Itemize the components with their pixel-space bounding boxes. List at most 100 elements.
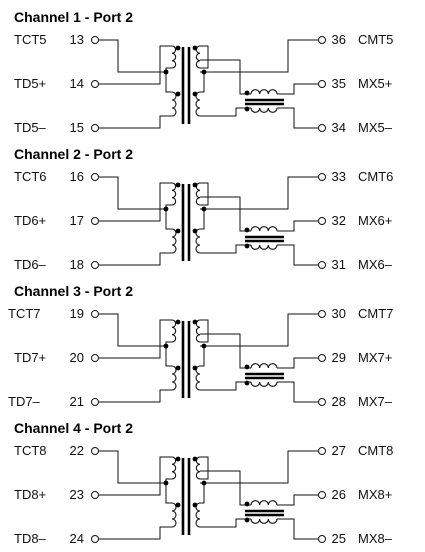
left-pin-terminal — [91, 535, 99, 543]
wire-secondary-to-choke — [200, 59, 251, 95]
right-pin-terminal — [318, 491, 326, 499]
choke-coil-upper — [250, 89, 278, 95]
wire-primary-link — [165, 204, 172, 230]
wire-mx-minus — [277, 244, 318, 266]
left-pin-terminal — [91, 217, 99, 225]
wire-secondary-to-choke — [200, 196, 251, 232]
right-pin-name: MX8– — [358, 531, 393, 546]
wire-center-tap-secondary — [204, 176, 318, 210]
polarity-dot — [192, 502, 198, 508]
primary-coil-upper — [171, 45, 177, 69]
right-pin-name: CMT8 — [358, 443, 393, 458]
right-pin-number: 28 — [332, 394, 346, 409]
junction-dot — [163, 343, 169, 349]
right-pin-name: CMT6 — [358, 169, 393, 184]
primary-coil-lower — [171, 365, 177, 391]
left-pin-number: 22 — [70, 443, 84, 458]
polarity-dot — [244, 227, 250, 233]
polarity-dot — [175, 502, 181, 508]
wire-mx-plus — [277, 220, 318, 232]
channel-title: Channel 1 - Port 2 — [14, 9, 133, 25]
polarity-dot — [244, 380, 250, 386]
junction-dot — [163, 69, 169, 75]
polarity-dot — [244, 106, 250, 112]
left-pin-number: 13 — [70, 32, 84, 47]
wire-td-plus — [99, 456, 172, 496]
primary-coil-lower — [171, 228, 177, 254]
right-pin-number: 34 — [332, 120, 346, 135]
wire-secondary-top — [200, 319, 209, 343]
wire-primary-link — [165, 341, 172, 367]
wire-mx-plus — [277, 357, 318, 369]
right-pin-number: 35 — [332, 76, 346, 91]
wire-secondary-link — [200, 345, 205, 367]
polarity-dot — [244, 501, 250, 507]
polarity-dot — [192, 45, 198, 51]
right-pin-terminal — [318, 310, 326, 318]
polarity-dot — [192, 228, 198, 234]
wire-secondary-to-choke — [200, 518, 251, 528]
right-pin-number: 29 — [332, 350, 346, 365]
left-pin-terminal — [91, 261, 99, 269]
wire-td-minus — [99, 526, 172, 540]
right-pin-terminal — [318, 36, 326, 44]
left-pin-terminal — [91, 310, 99, 318]
right-pin-number: 30 — [332, 306, 346, 321]
wire-secondary-to-choke — [200, 244, 251, 254]
right-pin-name: CMT7 — [358, 306, 393, 321]
right-pin-name: MX7+ — [358, 350, 392, 365]
right-pin-terminal — [318, 261, 326, 269]
wire-td-plus — [99, 319, 172, 359]
polarity-dot — [175, 365, 181, 371]
right-pin-terminal — [318, 124, 326, 132]
left-pin-name: TCT6 — [14, 169, 47, 184]
channel-title: Channel 2 - Port 2 — [14, 146, 133, 162]
polarity-dot — [244, 517, 250, 523]
wire-td-plus — [99, 45, 172, 85]
choke-coil-upper — [250, 226, 278, 232]
right-pin-terminal — [318, 535, 326, 543]
left-pin-terminal — [91, 447, 99, 455]
wire-secondary-to-choke — [200, 107, 251, 117]
right-pin-terminal — [318, 398, 326, 406]
right-pin-number: 25 — [332, 531, 346, 546]
left-pin-name: TD6– — [14, 257, 47, 272]
wire-center-tap-secondary — [204, 450, 318, 484]
wire-primary-link — [165, 478, 172, 504]
channel-title: Channel 3 - Port 2 — [14, 283, 133, 299]
left-pin-terminal — [91, 398, 99, 406]
polarity-dot — [192, 319, 198, 325]
wire-secondary-to-choke — [200, 470, 251, 506]
wire-center-tap-primary — [99, 176, 166, 210]
wire-secondary-top — [200, 182, 209, 206]
right-pin-name: MX6+ — [358, 213, 392, 228]
wire-center-tap-primary — [99, 313, 166, 347]
right-pin-number: 31 — [332, 257, 346, 272]
polarity-dot — [175, 91, 181, 97]
wire-mx-minus — [277, 107, 318, 129]
left-pin-number: 23 — [70, 487, 84, 502]
left-pin-name: TD5– — [14, 120, 47, 135]
left-pin-number: 21 — [70, 394, 84, 409]
wire-secondary-top — [200, 45, 209, 69]
primary-coil-upper — [171, 182, 177, 206]
wire-primary-link — [165, 67, 172, 93]
left-pin-terminal — [91, 354, 99, 362]
right-pin-name: MX8+ — [358, 487, 392, 502]
wire-mx-plus — [277, 83, 318, 95]
left-pin-number: 24 — [70, 531, 84, 546]
primary-coil-upper — [171, 319, 177, 343]
right-pin-name: CMT5 — [358, 32, 393, 47]
right-pin-name: MX5+ — [358, 76, 392, 91]
polarity-dot — [175, 319, 181, 325]
right-pin-number: 33 — [332, 169, 346, 184]
wire-mx-plus — [277, 494, 318, 506]
wire-secondary-to-choke — [200, 381, 251, 391]
polarity-dot — [244, 243, 250, 249]
primary-coil-lower — [171, 91, 177, 117]
right-pin-number: 26 — [332, 487, 346, 502]
polarity-dot — [175, 45, 181, 51]
